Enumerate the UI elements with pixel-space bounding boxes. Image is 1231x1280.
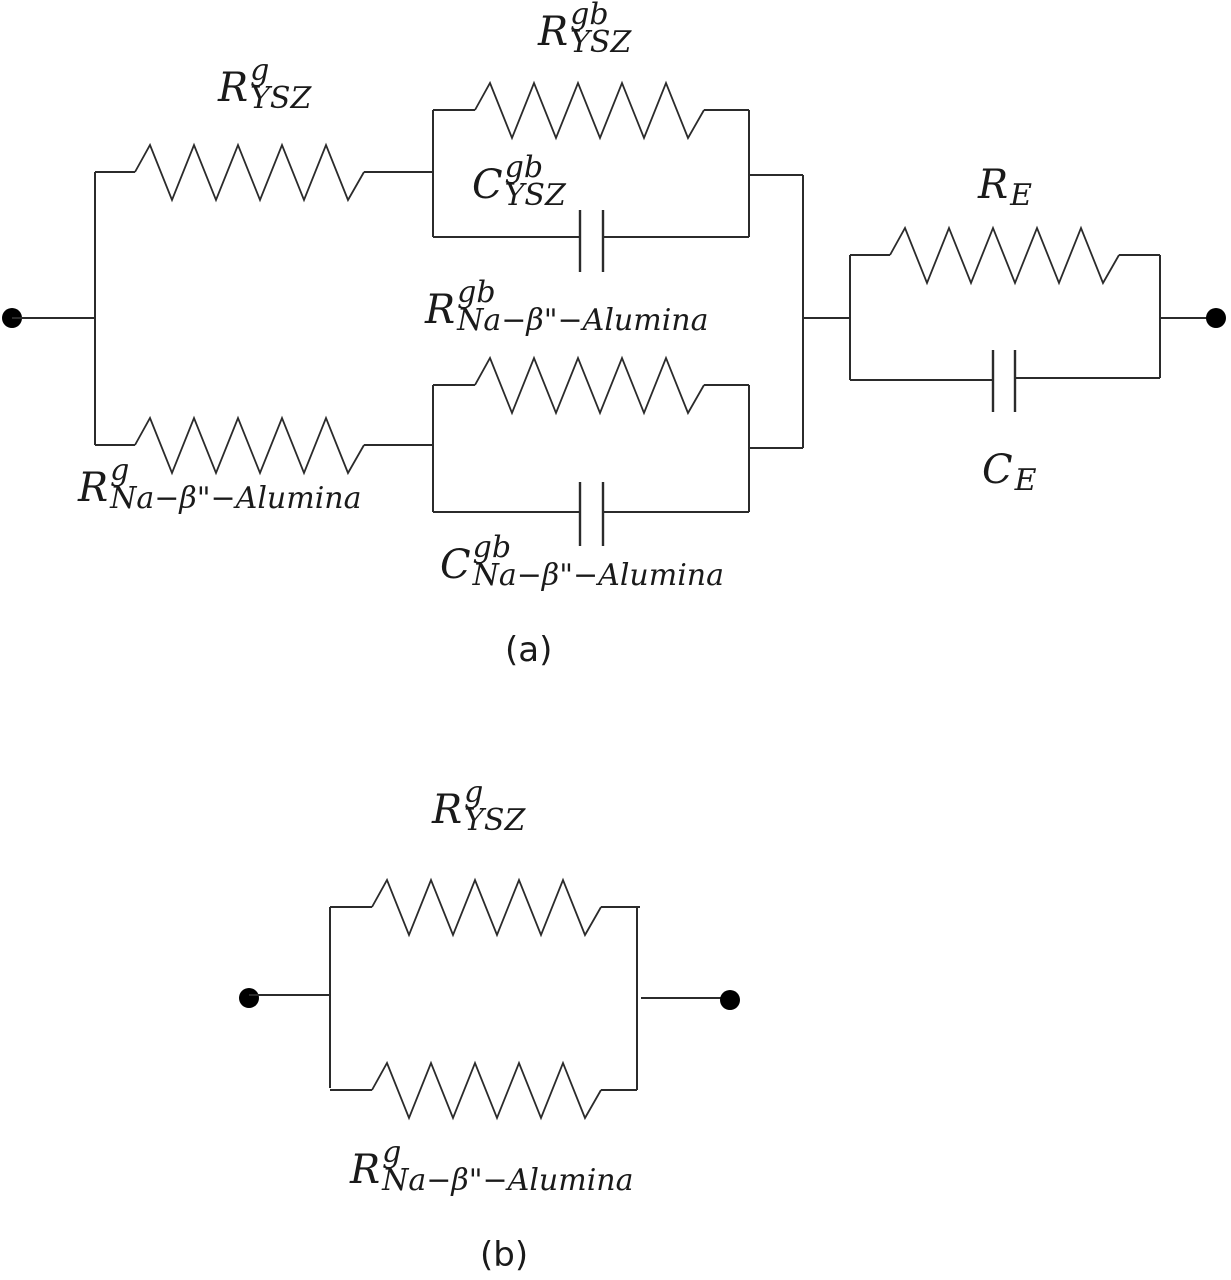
label-superscript: [1010, 153, 1032, 181]
label-superscript: g: [250, 53, 270, 88]
panel-a-caption: (a): [505, 630, 553, 670]
label-symbol: C: [472, 162, 503, 208]
resistor-r-na-gb: [474, 355, 705, 416]
label-subscript: Na−β"−Alumina: [382, 1163, 634, 1198]
label-symbol: C: [982, 447, 1013, 493]
label-superscript: g: [382, 1135, 402, 1170]
label-symbol: R: [425, 287, 456, 333]
label-superscript: gb: [570, 0, 609, 32]
panel-b-caption: (b): [480, 1235, 529, 1275]
label-subscript: YSZ: [250, 81, 312, 116]
left-terminal-node: [239, 988, 259, 1008]
label-superscript: g: [464, 775, 484, 810]
label-symbol: R: [978, 162, 1009, 208]
resistor-r-ysz-gb: [474, 80, 705, 141]
panel-b-circuit: [239, 877, 740, 1121]
label-superscript: gb: [472, 530, 512, 565]
label-symbol: R: [218, 65, 249, 111]
label-superscript: gb: [504, 150, 544, 185]
right-terminal-node: [1206, 308, 1226, 328]
resistor-r-e: [889, 225, 1120, 286]
panel-a-circuit: [2, 80, 1226, 546]
resistor-r-ysz-g: [134, 142, 365, 203]
label-subscript: E: [1010, 178, 1033, 213]
label-subscript: Na−β"−Alumina: [472, 558, 724, 593]
resistor-r-na-g: [371, 1060, 602, 1121]
resistor-r-na-g: [134, 415, 365, 476]
label-superscript: gb: [457, 275, 496, 310]
label-subscript: YSZ: [504, 178, 566, 213]
label-symbol: C: [440, 542, 471, 588]
right-terminal-node: [720, 990, 740, 1010]
label-subscript: YSZ: [570, 25, 632, 60]
label-subscript: YSZ: [464, 803, 526, 838]
label-subscript: E: [1014, 463, 1037, 498]
label-symbol: R: [432, 787, 463, 833]
label-symbol: R: [78, 465, 109, 511]
label-subscript: Na−β"−Alumina: [110, 481, 362, 516]
label-subscript: Na−β"−Alumina: [457, 303, 709, 338]
resistor-r-ysz-g: [371, 877, 602, 938]
label-superscript: g: [110, 453, 130, 488]
label-superscript: [1015, 438, 1037, 466]
label-symbol: R: [538, 9, 569, 55]
label-symbol: R: [350, 1147, 381, 1193]
